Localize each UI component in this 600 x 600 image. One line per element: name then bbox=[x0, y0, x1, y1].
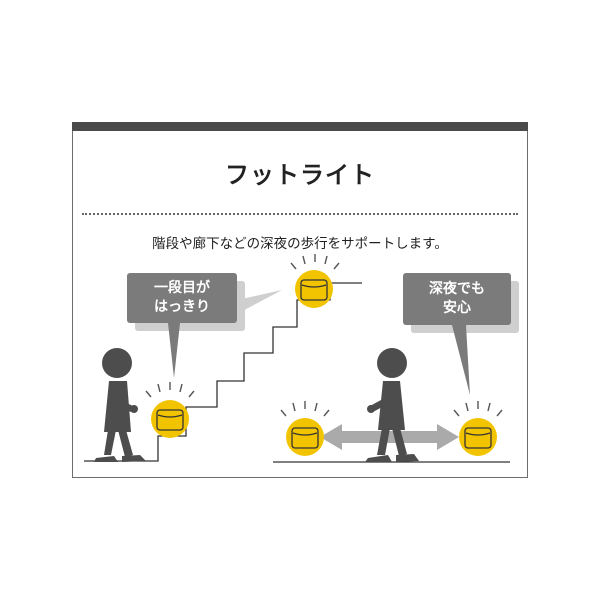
person-right bbox=[365, 348, 419, 462]
footlight-stair-bottom bbox=[145, 382, 195, 438]
card-header-bar bbox=[72, 122, 528, 131]
speech-bubble-right bbox=[403, 273, 519, 395]
page-subtitle: 階段や廊下などの深夜の歩行をサポートします。 bbox=[152, 236, 448, 252]
speech-bubble-left-text: 一段目が はっきり bbox=[127, 279, 237, 317]
footlight-floor-right bbox=[453, 401, 503, 456]
bubble-right-line2: 安心 bbox=[443, 300, 471, 316]
speech-bubble-right-text: 深夜でも 安心 bbox=[403, 280, 511, 318]
double-arrow bbox=[320, 424, 459, 450]
dotted-divider bbox=[82, 213, 518, 215]
bubble-right-line1: 深夜でも bbox=[429, 281, 485, 297]
speech-bubble-left bbox=[127, 273, 282, 378]
page-title: フットライト bbox=[225, 161, 375, 189]
footlight-floor-left bbox=[280, 401, 330, 456]
bubble-left-line2: はっきり bbox=[154, 299, 210, 315]
footlight-stair-top bbox=[290, 254, 340, 308]
person-left bbox=[94, 348, 146, 462]
bubble-left-line1: 一段目が bbox=[154, 280, 210, 296]
